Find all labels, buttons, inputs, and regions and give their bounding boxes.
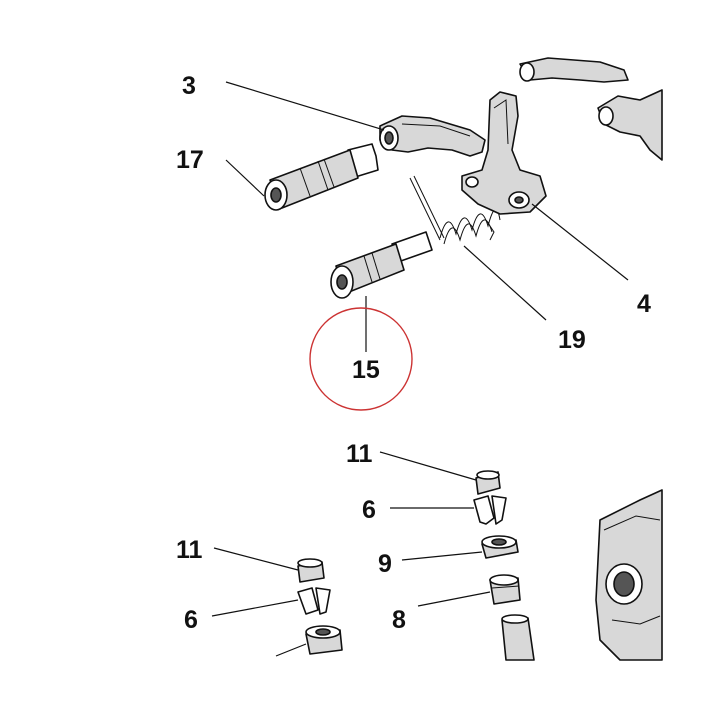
part-11-cap-lower xyxy=(297,558,325,583)
part-11-cap-upper xyxy=(475,470,501,495)
part-3-rocker-arm xyxy=(379,115,486,157)
callout-6-lower: 6 xyxy=(184,606,198,634)
part-valve-guide xyxy=(501,614,535,661)
callout-11-lower: 11 xyxy=(176,536,203,564)
leader-4 xyxy=(531,203,629,281)
part-19-spring xyxy=(409,175,501,245)
part-4-bracket xyxy=(461,91,547,215)
part-6-collets-upper xyxy=(473,495,507,525)
callout-19: 19 xyxy=(558,326,586,354)
callout-8: 8 xyxy=(392,606,406,634)
leader-8 xyxy=(417,591,491,607)
callout-11-upper: 11 xyxy=(346,440,373,468)
leader-11b xyxy=(213,547,299,571)
callout-6-upper: 6 xyxy=(362,496,376,524)
part-upper-rocker-arms xyxy=(519,57,663,161)
leader-11a xyxy=(379,451,477,481)
part-15-shaft xyxy=(330,231,433,299)
part-8-seal xyxy=(489,574,521,605)
leader-9 xyxy=(401,551,483,561)
part-9-retainer xyxy=(481,535,519,559)
part-retainer-lower xyxy=(305,625,343,655)
leader-lower-retainer xyxy=(275,643,307,657)
part-6-collets-lower xyxy=(297,587,331,615)
callout-3: 3 xyxy=(182,72,196,100)
leader-17 xyxy=(225,159,265,197)
leader-6b xyxy=(211,599,299,617)
part-17-shaft xyxy=(264,143,379,211)
leader-3 xyxy=(225,81,385,131)
callout-15: 15 xyxy=(352,356,380,384)
leader-19 xyxy=(463,245,547,321)
callout-4: 4 xyxy=(637,290,651,318)
part-cylinder-head xyxy=(595,489,663,661)
callout-17: 17 xyxy=(176,146,204,174)
highlight-circle xyxy=(309,307,413,411)
callout-9: 9 xyxy=(378,550,392,578)
